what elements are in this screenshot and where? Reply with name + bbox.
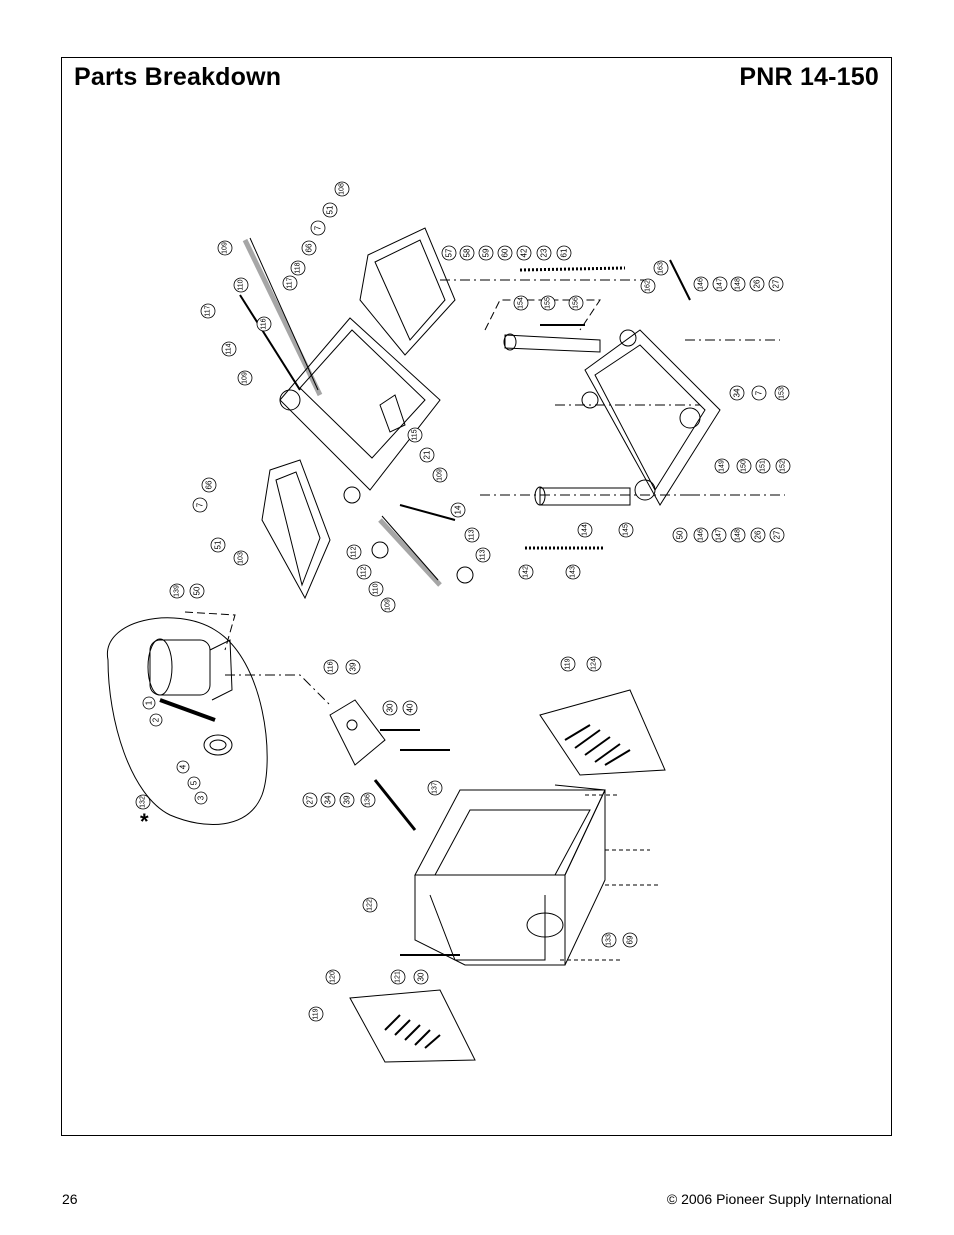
part-callout-label: 118 (295, 262, 302, 273)
part-callout-label: 117 (287, 277, 294, 288)
copyright-notice: © 2006 Pioneer Supply International (666, 1191, 892, 1207)
part-callout-label: 50 (193, 586, 202, 595)
part-callout-label: 50 (676, 530, 685, 539)
part-callout-label: 162 (645, 280, 652, 292)
part-callout-label: 27 (772, 279, 781, 288)
part-callout-label: 139 (174, 585, 181, 597)
part-callout-label: 147 (717, 278, 724, 290)
part-callout-label: 5 (190, 780, 199, 785)
line-art (107, 227, 785, 1063)
part-callout-label: 136 (365, 794, 372, 806)
part-callout-label: 149 (719, 460, 726, 472)
part-callout-label: 58 (463, 248, 472, 257)
part-callout-label: 51 (214, 540, 223, 549)
part-callout-label: 151 (760, 460, 767, 472)
part-callout-label: 116 (328, 661, 335, 672)
part-callout-label: 26 (753, 279, 762, 288)
page-title: Parts Breakdown (74, 63, 282, 91)
part-callout-label: 1 (145, 700, 154, 705)
part-callout-label: 14 (454, 505, 463, 514)
part-callout-label: 119 (565, 658, 572, 669)
part-callout-label: 59 (482, 248, 491, 257)
part-callout-label: 109 (437, 469, 444, 481)
part-callout-label: 112 (351, 546, 358, 557)
part-callout-label: 112 (361, 566, 368, 577)
part-callout-label: 21 (423, 450, 432, 459)
part-callout-label: 115 (412, 429, 419, 440)
page-number: 26 (62, 1191, 78, 1207)
callout-labels: 1085176610911811711011611711410911521109… (140, 183, 787, 1020)
callout-balloons (135, 181, 791, 1022)
part-callout-label: 7 (755, 390, 764, 395)
part-callout-label: 122 (367, 899, 374, 911)
part-callout-label: 109 (222, 242, 229, 254)
part-callout-label: 110 (373, 583, 380, 594)
part-callout-label: 148 (735, 529, 742, 541)
part-callout-label: 61 (560, 248, 569, 257)
part-callout-label: 7 (314, 225, 323, 230)
part-callout-label: 2 (152, 717, 161, 722)
part-callout-label: 34 (324, 795, 333, 804)
part-callout-label: 147 (716, 529, 723, 541)
part-callout-label: 51 (326, 205, 335, 214)
part-callout-label: 40 (406, 703, 415, 712)
model-number: PNR 14-150 (739, 63, 879, 91)
part-callout-label: 66 (305, 243, 314, 252)
part-callout-label: 30 (386, 703, 395, 712)
part-callout-label: 109 (385, 599, 392, 611)
part-callout-label: 34 (733, 388, 742, 397)
part-callout-label: 109 (242, 372, 249, 384)
part-callout-label: 143 (570, 566, 577, 578)
part-callout-label: 27 (306, 795, 315, 804)
part-callout-label: 146 (698, 529, 705, 541)
part-callout-label: 145 (623, 524, 630, 536)
part-callout-label: 120 (330, 971, 337, 983)
part-callout-label: 156 (573, 297, 580, 309)
part-callout-label: 114 (226, 343, 233, 354)
part-callout-label: 163 (658, 262, 665, 274)
part-callout-label: 39 (343, 795, 352, 804)
part-callout-label: 39 (349, 662, 358, 671)
part-callout-label: 4 (179, 764, 188, 769)
part-callout-label: 69 (626, 935, 635, 944)
part-callout-label: 42 (520, 248, 529, 257)
part-callout-label: 30 (417, 972, 426, 981)
part-callout-label: 26 (754, 530, 763, 539)
part-callout-label: 133 (606, 934, 613, 946)
part-callout-label: 150 (741, 460, 748, 472)
part-callout-label: 103 (238, 552, 245, 564)
part-callout-label: 137 (432, 782, 439, 794)
part-callout-label: 108 (339, 183, 346, 195)
part-callout-label: 119 (313, 1008, 320, 1019)
part-callout-label: 144 (582, 524, 589, 536)
part-callout-label: 142 (523, 566, 530, 578)
part-callout-label: 146 (698, 278, 705, 290)
asterisk-marker: * (140, 809, 149, 834)
part-callout-label: 132 (140, 796, 147, 808)
part-callout-label: 60 (501, 248, 510, 257)
part-callout-label: 113 (469, 529, 476, 540)
part-callout-label: 154 (518, 297, 525, 309)
part-callout-label: 23 (540, 248, 549, 257)
part-callout-label: 121 (395, 971, 402, 983)
diagram-frame: Parts Breakdown PNR 14-150 (61, 57, 892, 1136)
part-callout-label: 27 (773, 530, 782, 539)
part-callout-label: 3 (197, 795, 206, 800)
part-callout-label: 148 (735, 278, 742, 290)
part-callout-label: 116 (261, 318, 268, 329)
part-callout-label: 110 (238, 279, 245, 290)
part-callout-label: 66 (205, 480, 214, 489)
part-callout-label: 152 (780, 460, 787, 472)
part-callout-label: 117 (205, 305, 212, 316)
part-callout-label: 57 (445, 248, 454, 257)
part-callout-label: 153 (779, 387, 786, 399)
part-callout-label: 124 (591, 658, 598, 670)
part-callout-label: 155 (545, 297, 552, 309)
part-callout-label: 7 (196, 502, 205, 507)
part-callout-label: 113 (480, 549, 487, 560)
